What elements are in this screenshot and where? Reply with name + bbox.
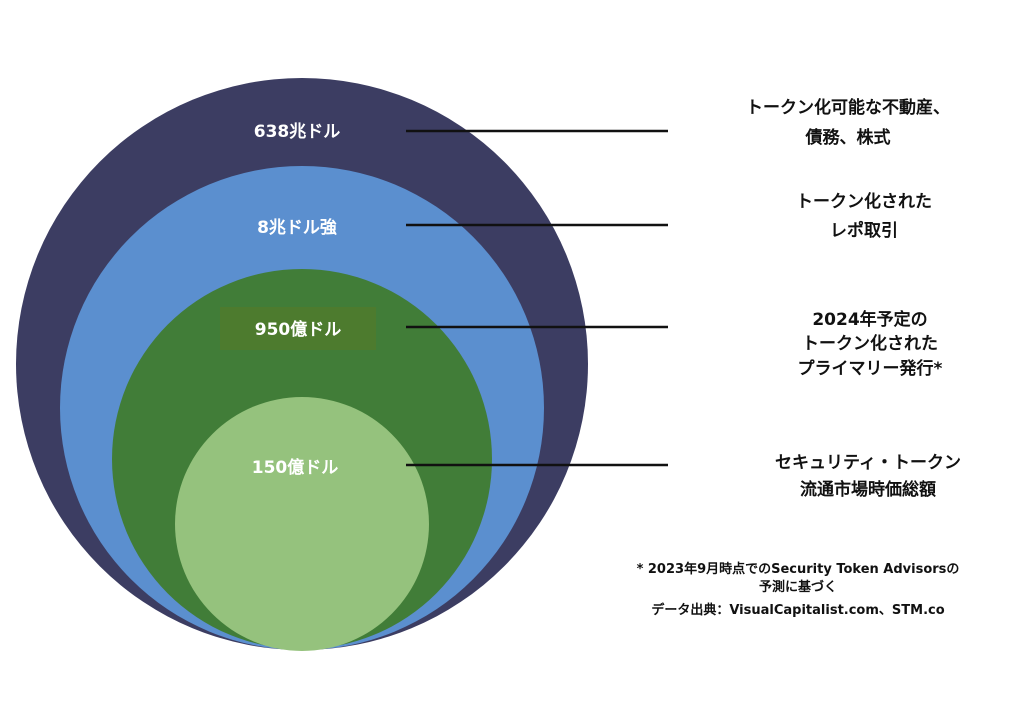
value-label-highlight (220, 307, 376, 350)
value-label-638: 638兆ドル (254, 122, 341, 142)
description-4-line-2: 流通市場時価総額 (800, 479, 936, 500)
description-3-line-1: 2024年予定の (812, 309, 927, 330)
description-3-line-2: トークン化された (802, 333, 938, 354)
description-1-line-2: 債務、株式 (805, 127, 891, 148)
value-label-8: 8兆ドル強 (257, 217, 337, 238)
footnote-line-1: * 2023年9月時点でのSecurity Token Advisorsの (637, 561, 960, 577)
description-3-line-3: プライマリー発行* (798, 358, 943, 379)
value-label-150: 150億ドル (252, 457, 339, 478)
description-2-line-1: トークン化された (796, 191, 932, 212)
footnote-line-3: データ出典：VisualCapitalist.com、STM.co (651, 602, 944, 618)
value-label-950: 950億ドル (255, 319, 342, 340)
connector-lines (406, 129, 668, 467)
description-1-line-1: トークン化可能な不動産、 (746, 97, 950, 118)
inner-circle (175, 397, 429, 651)
description-2-line-2: レポ取引 (830, 220, 898, 241)
description-4-line-1: セキュリティ・トークン (775, 453, 961, 473)
footnote-line-2: 予測に基づく (759, 579, 837, 595)
